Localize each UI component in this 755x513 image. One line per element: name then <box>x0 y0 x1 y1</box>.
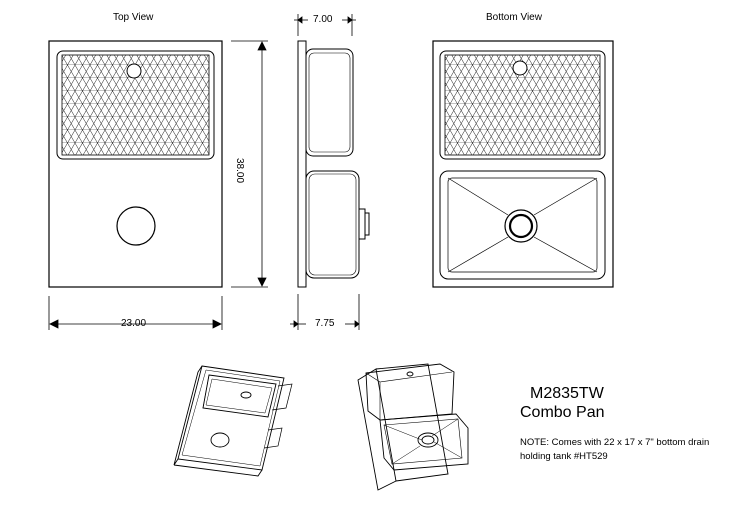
bottom-view-title: Bottom View <box>486 12 542 23</box>
bottom-view-tank <box>439 170 606 280</box>
note-line-1: NOTE: Comes with 22 x 17 x 7" bottom dra… <box>520 437 710 448</box>
isometric-view-bottom <box>357 363 469 491</box>
side-view-lower-tank <box>305 170 360 279</box>
top-view-drain-hole <box>116 206 156 246</box>
product-name: Combo Pan <box>520 404 605 421</box>
top-view-grate-hole <box>126 63 142 79</box>
bottom-view-grate-frame <box>439 50 606 160</box>
bottom-view <box>432 40 614 288</box>
bottom-view-outline <box>432 40 614 288</box>
top-view-title: Top View <box>113 12 154 23</box>
side-view-upper-tank <box>305 48 354 157</box>
dimension-top-height: 7.00 <box>313 14 333 25</box>
note-line-2: holding tank #HT529 <box>520 451 608 462</box>
dimension-lines-side <box>290 14 360 330</box>
top-view <box>48 40 223 288</box>
side-view-flange <box>297 40 307 288</box>
side-view <box>297 40 370 288</box>
model-number: M2835TW <box>530 385 604 402</box>
dimension-overall-length: 38.00 <box>234 158 245 184</box>
dimension-overall-width: 23.00 <box>121 318 147 329</box>
bottom-view-grate-hole <box>512 60 528 76</box>
dimension-bottom-height: 7.75 <box>315 318 335 329</box>
isometric-view-top <box>173 365 293 477</box>
bottom-view-drain-outer <box>504 209 538 243</box>
dimension-lines-top <box>48 40 268 330</box>
top-view-outline <box>48 40 223 288</box>
top-view-grate-frame <box>56 50 215 160</box>
bottom-view-drain-inner <box>508 213 534 239</box>
side-view-drain-fitting <box>358 208 366 240</box>
